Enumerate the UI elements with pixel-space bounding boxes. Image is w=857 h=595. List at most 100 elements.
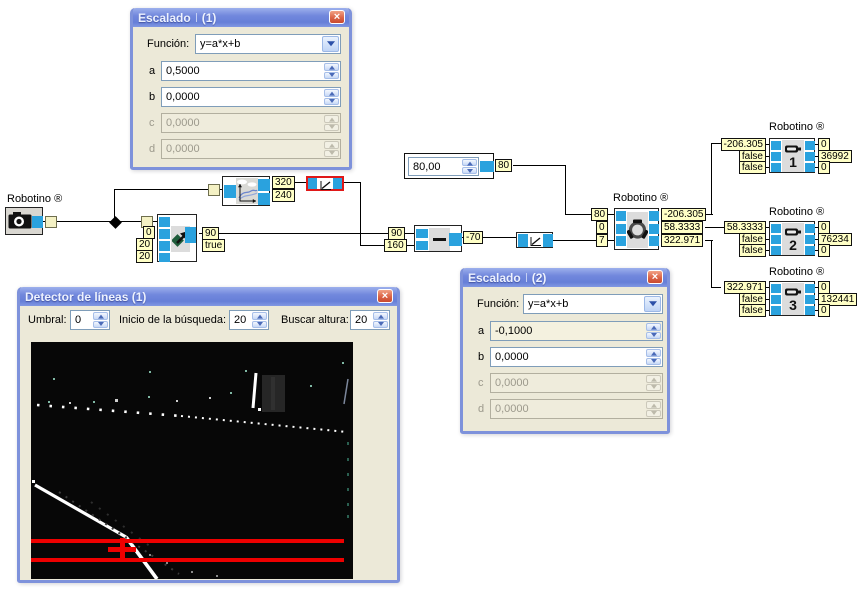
motor-output-port[interactable] <box>805 306 815 315</box>
motor-input-port[interactable] <box>771 235 781 244</box>
motor-input-port[interactable] <box>771 246 781 255</box>
motor-output-port[interactable] <box>805 246 815 255</box>
omnidrive-vx-port[interactable] <box>616 211 626 221</box>
wire <box>814 299 819 300</box>
port-value-label: 7 <box>596 234 608 247</box>
image-input-port[interactable] <box>224 185 236 198</box>
wire <box>814 144 819 145</box>
motor-block-1[interactable]: 1 <box>769 138 815 173</box>
param-b-spinner[interactable] <box>646 349 661 365</box>
motor-block-2[interactable]: 2 <box>769 221 815 256</box>
umbral-field[interactable]: 0 <box>70 310 110 330</box>
motor-output-port[interactable] <box>805 141 815 150</box>
inicio-spinner[interactable] <box>252 312 267 328</box>
motor-input-port[interactable] <box>771 295 781 304</box>
escalado1-titlebar[interactable]: Escalado (1) × <box>133 8 349 27</box>
param-c-field: 0,0000 <box>161 113 341 133</box>
detector-titlebar[interactable]: Detector de líneas (1) × <box>20 287 397 306</box>
subtract-block[interactable] <box>414 225 462 252</box>
motor-input-port[interactable] <box>771 306 781 315</box>
wire-junction[interactable] <box>109 216 122 229</box>
param-a-label: a <box>149 65 156 77</box>
constant-input[interactable]: 80,00 <box>408 157 479 176</box>
param-a-field[interactable]: 0,5000 <box>161 61 341 81</box>
constant-value-block[interactable]: 80,00 <box>404 153 494 179</box>
detector-image-port[interactable] <box>159 217 170 227</box>
umbral-label: Umbral: <box>28 314 67 326</box>
altura-spinner[interactable] <box>373 312 388 328</box>
camera-output-port[interactable] <box>32 216 43 228</box>
motor-output-port[interactable] <box>805 284 815 293</box>
param-a-spinner[interactable] <box>324 63 339 79</box>
detector-start-port[interactable] <box>159 241 170 251</box>
param-b-field[interactable]: 0,0000 <box>161 87 341 107</box>
camera-block[interactable] <box>5 207 43 235</box>
scaling1-output-port[interactable] <box>333 178 342 189</box>
wire <box>764 156 770 157</box>
scaling1-input-port[interactable] <box>308 178 317 189</box>
dialog-instance: (1) <box>201 10 217 25</box>
omnidrive-m3-port[interactable] <box>649 236 659 246</box>
subtract-output-port[interactable] <box>449 233 462 246</box>
param-c-label: c <box>478 377 484 389</box>
motor-input-port[interactable] <box>771 141 781 150</box>
subtract-input1-port[interactable] <box>416 229 428 238</box>
motor-block-3[interactable]: 3 <box>769 281 815 316</box>
omnidrive-block[interactable] <box>614 208 659 250</box>
motor-output-port[interactable] <box>805 152 815 161</box>
port-value-label: 90 <box>202 227 220 240</box>
escalado2-titlebar[interactable]: Escalado (2) × <box>463 268 667 287</box>
chevron-down-icon[interactable] <box>322 36 339 52</box>
umbral-spinner[interactable] <box>93 312 108 328</box>
wire <box>764 227 770 228</box>
omnidrive-omega-port[interactable] <box>616 236 626 246</box>
detector-height-port[interactable] <box>159 253 170 262</box>
camera-image <box>31 342 353 581</box>
close-icon[interactable]: × <box>647 270 663 284</box>
wire-connector[interactable] <box>45 216 57 228</box>
close-icon[interactable]: × <box>377 289 393 303</box>
width-output-port[interactable] <box>258 179 270 191</box>
image-info-block[interactable] <box>222 176 270 206</box>
buscar-altura-field[interactable]: 20 <box>350 310 390 330</box>
spin-down-icon[interactable] <box>462 167 477 174</box>
motor-input-port[interactable] <box>771 152 781 161</box>
subtract-input2-port[interactable] <box>416 241 428 250</box>
port-value-label: false <box>738 161 766 174</box>
detector-threshold-port[interactable] <box>159 229 170 239</box>
motor-output-port[interactable] <box>805 163 815 172</box>
scaling2-input-port[interactable] <box>518 234 528 247</box>
param-b-field[interactable]: 0,0000 <box>490 347 663 367</box>
inicio-busqueda-field[interactable]: 20 <box>229 310 269 330</box>
height-output-port[interactable] <box>258 193 270 205</box>
param-b-spinner[interactable] <box>324 89 339 105</box>
omnidrive-vy-port[interactable] <box>616 224 626 234</box>
dialog-title: Detector de líneas (1) <box>25 289 147 304</box>
motor-input-port[interactable] <box>771 284 781 293</box>
motor-output-port[interactable] <box>805 235 815 244</box>
param-a-spinner[interactable] <box>646 323 661 339</box>
port-value-label: false <box>738 304 766 317</box>
funcion-combobox[interactable]: y=a*x+b <box>523 294 663 314</box>
chevron-down-icon[interactable] <box>644 296 661 312</box>
close-icon[interactable]: × <box>329 10 345 24</box>
spin-up-icon[interactable] <box>462 159 477 166</box>
wire-connector[interactable] <box>208 184 220 196</box>
dialog-title: Escalado <box>138 10 191 25</box>
detector-output-port[interactable] <box>185 227 196 243</box>
scaling-block-1[interactable] <box>306 176 344 191</box>
scaling2-output-port[interactable] <box>543 234 553 247</box>
omnidrive-m1-port[interactable] <box>649 211 659 221</box>
motor-input-port[interactable] <box>771 163 781 172</box>
funcion-combobox[interactable]: y=a*x+b <box>195 34 341 54</box>
motor-output-port[interactable] <box>805 224 815 233</box>
line-detector-block[interactable] <box>157 214 197 262</box>
motor-output-port[interactable] <box>805 295 815 304</box>
constant-spinner[interactable] <box>462 159 477 174</box>
param-a-field[interactable]: -0,1000 <box>490 321 663 341</box>
scaling-block-2[interactable] <box>516 232 553 248</box>
motor-input-port[interactable] <box>771 224 781 233</box>
omnidrive-m2-port[interactable] <box>649 224 659 234</box>
constant-output-port[interactable] <box>480 161 494 172</box>
constant-value: 80,00 <box>413 161 441 173</box>
